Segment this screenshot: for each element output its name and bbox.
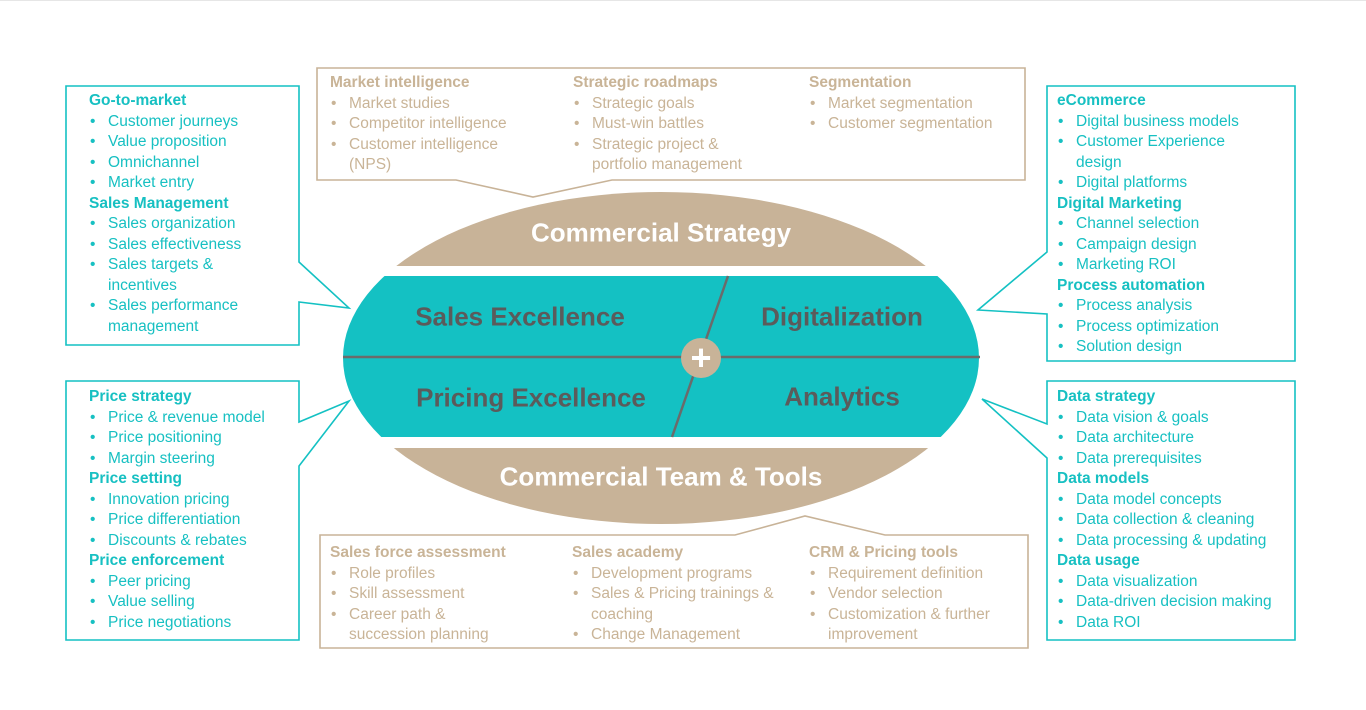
list-item: Omnichannel bbox=[89, 153, 299, 174]
pricing-excellence-callout-outline bbox=[65, 380, 352, 641]
list-item: Price differentiation bbox=[89, 510, 299, 531]
list-item: Sales & Pricing trainings & coaching bbox=[572, 584, 782, 625]
list-item: Market studies bbox=[330, 94, 530, 115]
column-segmentation: Segmentation Market segmentation Custome… bbox=[809, 73, 1019, 135]
sales-excellence-box: Go-to-market Customer journeys Value pro… bbox=[89, 91, 299, 337]
list-item: Role profiles bbox=[330, 564, 510, 585]
list-item: Requirement definition bbox=[809, 564, 1014, 585]
list-item: Sales targets & incentives bbox=[89, 255, 249, 296]
analytics-callout-outline bbox=[981, 380, 1296, 641]
group-title: Market intelligence bbox=[330, 74, 470, 91]
group-title: Process automation bbox=[1057, 276, 1206, 294]
list-item: Must-win battles bbox=[573, 114, 768, 135]
column-strategic-roadmaps: Strategic roadmaps Strategic goals Must-… bbox=[573, 73, 783, 176]
list-item: Career path & succession planning bbox=[330, 605, 510, 646]
group-title: Data usage bbox=[1057, 552, 1140, 569]
list-item: Solution design bbox=[1057, 337, 1292, 358]
list-item: Market entry bbox=[89, 173, 299, 194]
commercial-strategy-box: Market intelligence Market studies Compe… bbox=[330, 73, 1020, 178]
list-item: Data model concepts bbox=[1057, 490, 1295, 511]
top-divider bbox=[0, 0, 1366, 1]
digitalization-callout-outline bbox=[975, 85, 1296, 362]
group-title: Price strategy bbox=[89, 388, 192, 405]
list-item: Channel selection bbox=[1057, 214, 1292, 235]
list-item: Process optimization bbox=[1057, 317, 1292, 338]
plus-icon: + bbox=[681, 338, 721, 378]
list-item: Sales performance management bbox=[89, 296, 249, 337]
group-title: Digital Marketing bbox=[1057, 194, 1182, 212]
list-item: Margin steering bbox=[89, 449, 299, 470]
list-item: Digital platforms bbox=[1057, 173, 1262, 194]
list-item: Peer pricing bbox=[89, 572, 299, 593]
segment-analytics[interactable]: Analytics bbox=[784, 381, 900, 412]
list-item: Data-driven decision making bbox=[1057, 592, 1295, 613]
group-title: CRM & Pricing tools bbox=[809, 544, 958, 561]
group-title: Price enforcement bbox=[89, 552, 225, 569]
list-item: Price & revenue model bbox=[89, 408, 299, 429]
list-item: Price positioning bbox=[89, 428, 299, 449]
column-sales-academy: Sales academy Development programs Sales… bbox=[572, 543, 797, 646]
group-title: Segmentation bbox=[809, 74, 912, 91]
list-item: Digital business models bbox=[1057, 112, 1262, 133]
list-item: Strategic goals bbox=[573, 94, 768, 115]
list-item: Process analysis bbox=[1057, 296, 1292, 317]
group-title: Strategic roadmaps bbox=[573, 74, 718, 91]
segment-digitalization[interactable]: Digitalization bbox=[761, 301, 923, 332]
list-item: Change Management bbox=[572, 625, 782, 646]
group-title: Data models bbox=[1057, 470, 1150, 487]
list-item: Customization & further improvement bbox=[809, 605, 1014, 646]
list-item: Value selling bbox=[89, 592, 299, 613]
segment-pricing-excellence[interactable]: Pricing Excellence bbox=[416, 382, 646, 413]
list-item: Vendor selection bbox=[809, 584, 1014, 605]
list-item: Data prerequisites bbox=[1057, 449, 1295, 470]
list-item: Competitor intelligence bbox=[330, 114, 530, 135]
list-item: Customer segmentation bbox=[809, 114, 1019, 135]
commercial-team-tools-label: Commercial Team & Tools bbox=[499, 461, 823, 492]
list-item: Data visualization bbox=[1057, 572, 1295, 593]
digitalization-box: eCommerce Digital business models Custom… bbox=[1057, 91, 1292, 358]
list-item: Campaign design bbox=[1057, 235, 1292, 256]
group-title: Sales Management bbox=[89, 194, 229, 212]
commercial-strategy-label: Commercial Strategy bbox=[530, 217, 792, 248]
list-item: Customer Experience design bbox=[1057, 132, 1262, 173]
list-item: Data processing & updating bbox=[1057, 531, 1295, 552]
list-item: Marketing ROI bbox=[1057, 255, 1292, 276]
list-item: Data architecture bbox=[1057, 428, 1295, 449]
list-item: Sales effectiveness bbox=[89, 235, 249, 256]
commercial-team-tools-callout-outline bbox=[319, 515, 1029, 649]
list-item: Skill assessment bbox=[330, 584, 510, 605]
list-item: Customer journeys bbox=[89, 112, 299, 133]
segment-sales-excellence[interactable]: Sales Excellence bbox=[415, 301, 625, 332]
list-item: Data collection & cleaning bbox=[1057, 510, 1295, 531]
group-title: eCommerce bbox=[1057, 92, 1146, 109]
list-item: Market segmentation bbox=[809, 94, 1019, 115]
pricing-excellence-box: Price strategy Price & revenue model Pri… bbox=[89, 387, 299, 633]
sales-excellence-callout-outline bbox=[65, 85, 352, 346]
column-sales-force-assessment: Sales force assessment Role profiles Ski… bbox=[330, 543, 550, 646]
list-item: Customer intelligence (NPS) bbox=[330, 135, 530, 176]
list-item: Discounts & rebates bbox=[89, 531, 299, 552]
list-item: Data ROI bbox=[1057, 613, 1295, 634]
list-item: Strategic project & portfolio management bbox=[573, 135, 768, 176]
group-title: Price setting bbox=[89, 470, 183, 487]
group-title: Data strategy bbox=[1057, 388, 1156, 405]
list-item: Sales organization bbox=[89, 214, 249, 235]
column-crm-pricing-tools: CRM & Pricing tools Requirement definiti… bbox=[809, 543, 1024, 646]
list-item: Value proposition bbox=[89, 132, 299, 153]
group-title: Go-to-market bbox=[89, 92, 187, 109]
commercial-team-tools-box: Sales force assessment Role profiles Ski… bbox=[330, 543, 1025, 647]
list-item: Development programs bbox=[572, 564, 782, 585]
group-title: Sales force assessment bbox=[330, 544, 506, 561]
group-title: Sales academy bbox=[572, 544, 684, 561]
list-item: Price negotiations bbox=[89, 613, 299, 634]
column-market-intelligence: Market intelligence Market studies Compe… bbox=[330, 73, 550, 176]
commercial-strategy-callout-outline bbox=[316, 67, 1026, 198]
analytics-box: Data strategy Data vision & goals Data a… bbox=[1057, 387, 1295, 633]
list-item: Innovation pricing bbox=[89, 490, 299, 511]
list-item: Data vision & goals bbox=[1057, 408, 1295, 429]
